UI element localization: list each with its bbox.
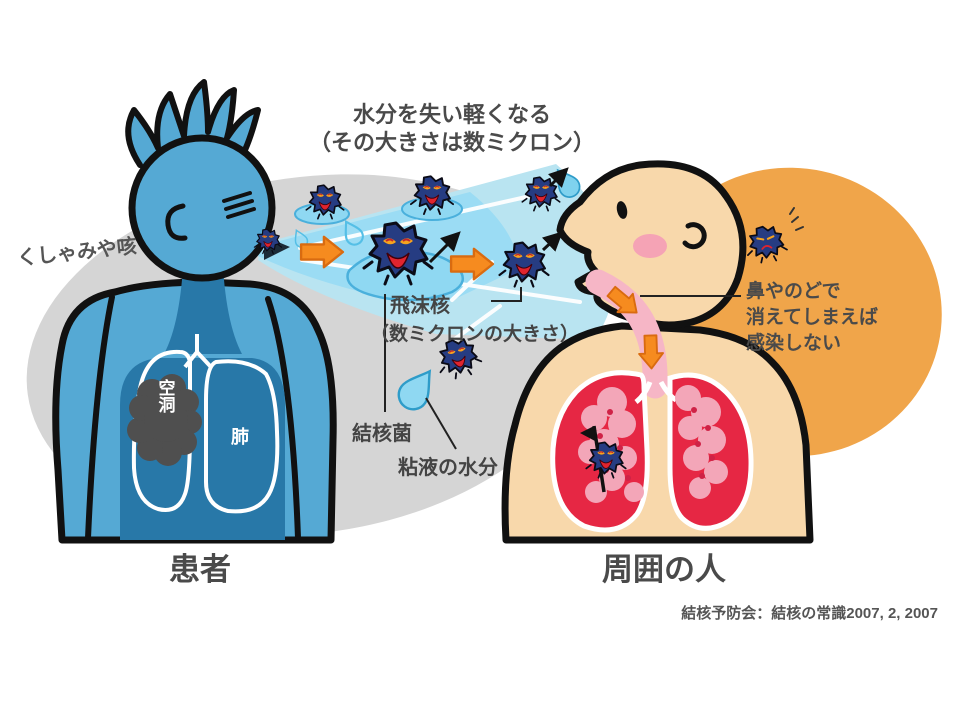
patient-trachea-split <box>183 334 213 369</box>
label-no-infection-line1: 鼻やのどで <box>746 279 841 302</box>
float-up-arrow-icon <box>541 231 563 252</box>
cavity-label: 空洞 <box>156 378 176 414</box>
float-up-arrow-icon <box>428 231 461 264</box>
patient-ear-icon <box>165 203 188 241</box>
patient-closed-eye-icon <box>222 191 256 219</box>
patient-head <box>128 134 276 282</box>
bystander-figure <box>501 160 814 544</box>
caption-patient: 患者 <box>169 552 231 587</box>
label-mucus-moisture: 粘液の水分 <box>398 455 498 479</box>
caption-surrounding-people: 周囲の人 <box>602 552 726 587</box>
patient-lung-right <box>204 359 280 514</box>
label-droplet-nuclei-size: （数ミクロンの大きさ） <box>370 322 579 345</box>
pointer-lines <box>384 287 522 450</box>
patient-cavity-blob <box>127 374 202 466</box>
patient-right-arm-line <box>265 296 301 541</box>
float-up-arrow-icon <box>548 167 569 188</box>
footer-source: 結核予防会：結核の常識2007, 2, 2007 <box>681 604 938 622</box>
bystander-eye-icon <box>616 201 628 219</box>
label-droplet-nuclei: 飛沫核 <box>390 293 450 317</box>
label-no-infection-line3: 感染しない <box>746 331 841 354</box>
pointer-line-droplet-nuclei <box>491 287 522 302</box>
note-dry-light-line2: （その大きさは数ミクロン） <box>309 130 595 155</box>
pointer-line-mucus <box>425 397 457 450</box>
label-tb-bacteria: 結核菌 <box>352 421 412 445</box>
float-arrows <box>428 167 569 264</box>
bystander-cheek <box>633 234 667 258</box>
patient-left-arm-line <box>85 294 115 541</box>
alveoli-dots <box>597 407 715 481</box>
patient-hair-icon <box>125 79 261 168</box>
label-no-infection-line2: 消えてしまえば <box>746 305 878 328</box>
bystander-bronchi <box>634 380 678 404</box>
note-dry-light-line1: 水分を失い軽くなる <box>353 102 551 127</box>
bystander-ear-icon <box>682 222 707 250</box>
droplets <box>290 163 625 417</box>
patient-figure: 空洞 肺 <box>52 79 337 544</box>
fizzle-marks-icon <box>789 207 804 231</box>
germ-flag-icon <box>580 426 595 441</box>
lung-label: 肺 <box>231 427 249 447</box>
